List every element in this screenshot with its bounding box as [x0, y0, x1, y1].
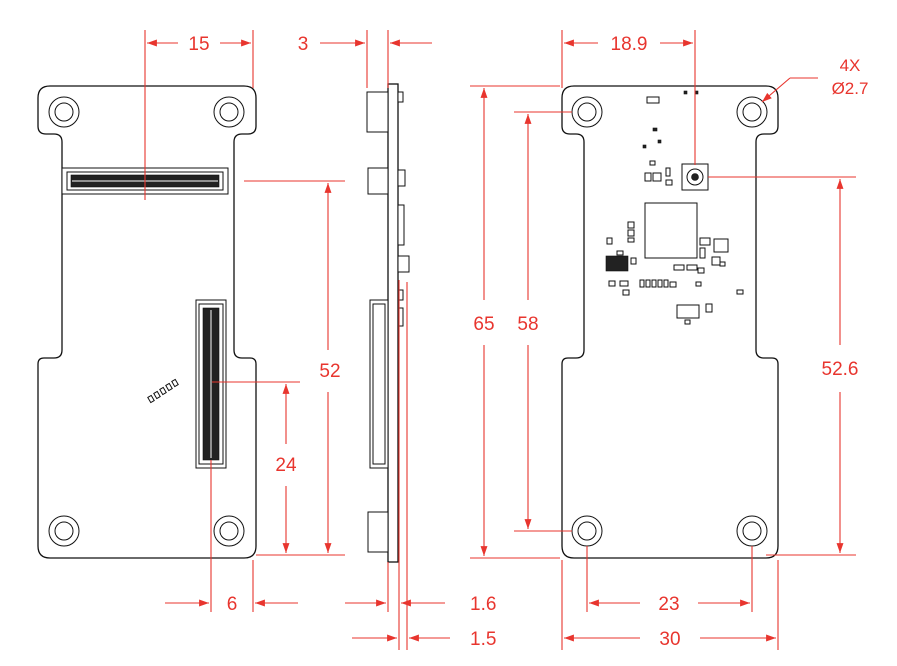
dim-label-hole-count: 4X: [840, 56, 861, 75]
mounting-hole: [48, 515, 80, 547]
dim-label-23: 23: [658, 594, 679, 615]
main-chip: [644, 202, 698, 259]
right-board-outline: [561, 85, 779, 559]
mounting-hole: [213, 96, 245, 128]
mounting-hole: [213, 515, 245, 547]
side-component: [397, 91, 404, 103]
dim-label-1-6: 1.6: [470, 594, 496, 615]
small-components: [605, 90, 744, 325]
right-board-view: [561, 85, 779, 559]
side-component: [397, 169, 406, 187]
dim-label-65: 65: [473, 314, 494, 335]
side-board-view: [366, 83, 410, 563]
side-component: [366, 91, 389, 133]
dim-label-52-6: 52.6: [822, 359, 859, 380]
side-component: [397, 204, 405, 246]
side-connector: [369, 299, 389, 469]
small-pad-row: [147, 378, 179, 404]
vertical-connector: [195, 299, 227, 469]
dim-label-15: 15: [188, 34, 209, 55]
dim-label-6: 6: [227, 594, 238, 615]
side-component: [397, 255, 410, 273]
dim-label-18-9: 18.9: [611, 34, 648, 55]
mounting-hole: [48, 96, 80, 128]
antenna-connector: [681, 163, 709, 191]
side-component: [397, 307, 404, 327]
side-connector: [372, 303, 386, 465]
dim-label-52: 52: [319, 361, 340, 382]
dim-label-30: 30: [659, 629, 680, 650]
side-component: [397, 289, 404, 301]
side-pcb: [387, 83, 399, 563]
dim-label-3: 3: [298, 34, 309, 55]
left-board-view: [37, 85, 257, 559]
dimension-lines: [144, 30, 856, 650]
dim-label-24: 24: [275, 455, 297, 476]
mounting-hole: [736, 96, 768, 128]
dimension-labels: 15 3 52 24 6 1.6 1.5 18.9 4X Ø2.7 65 58 …: [188, 34, 868, 650]
dim-label-58: 58: [517, 314, 538, 335]
dim-label-hole-diameter: Ø2.7: [832, 79, 869, 98]
side-component: [367, 167, 389, 195]
side-component: [367, 511, 389, 553]
dim-label-1-5: 1.5: [470, 629, 496, 650]
